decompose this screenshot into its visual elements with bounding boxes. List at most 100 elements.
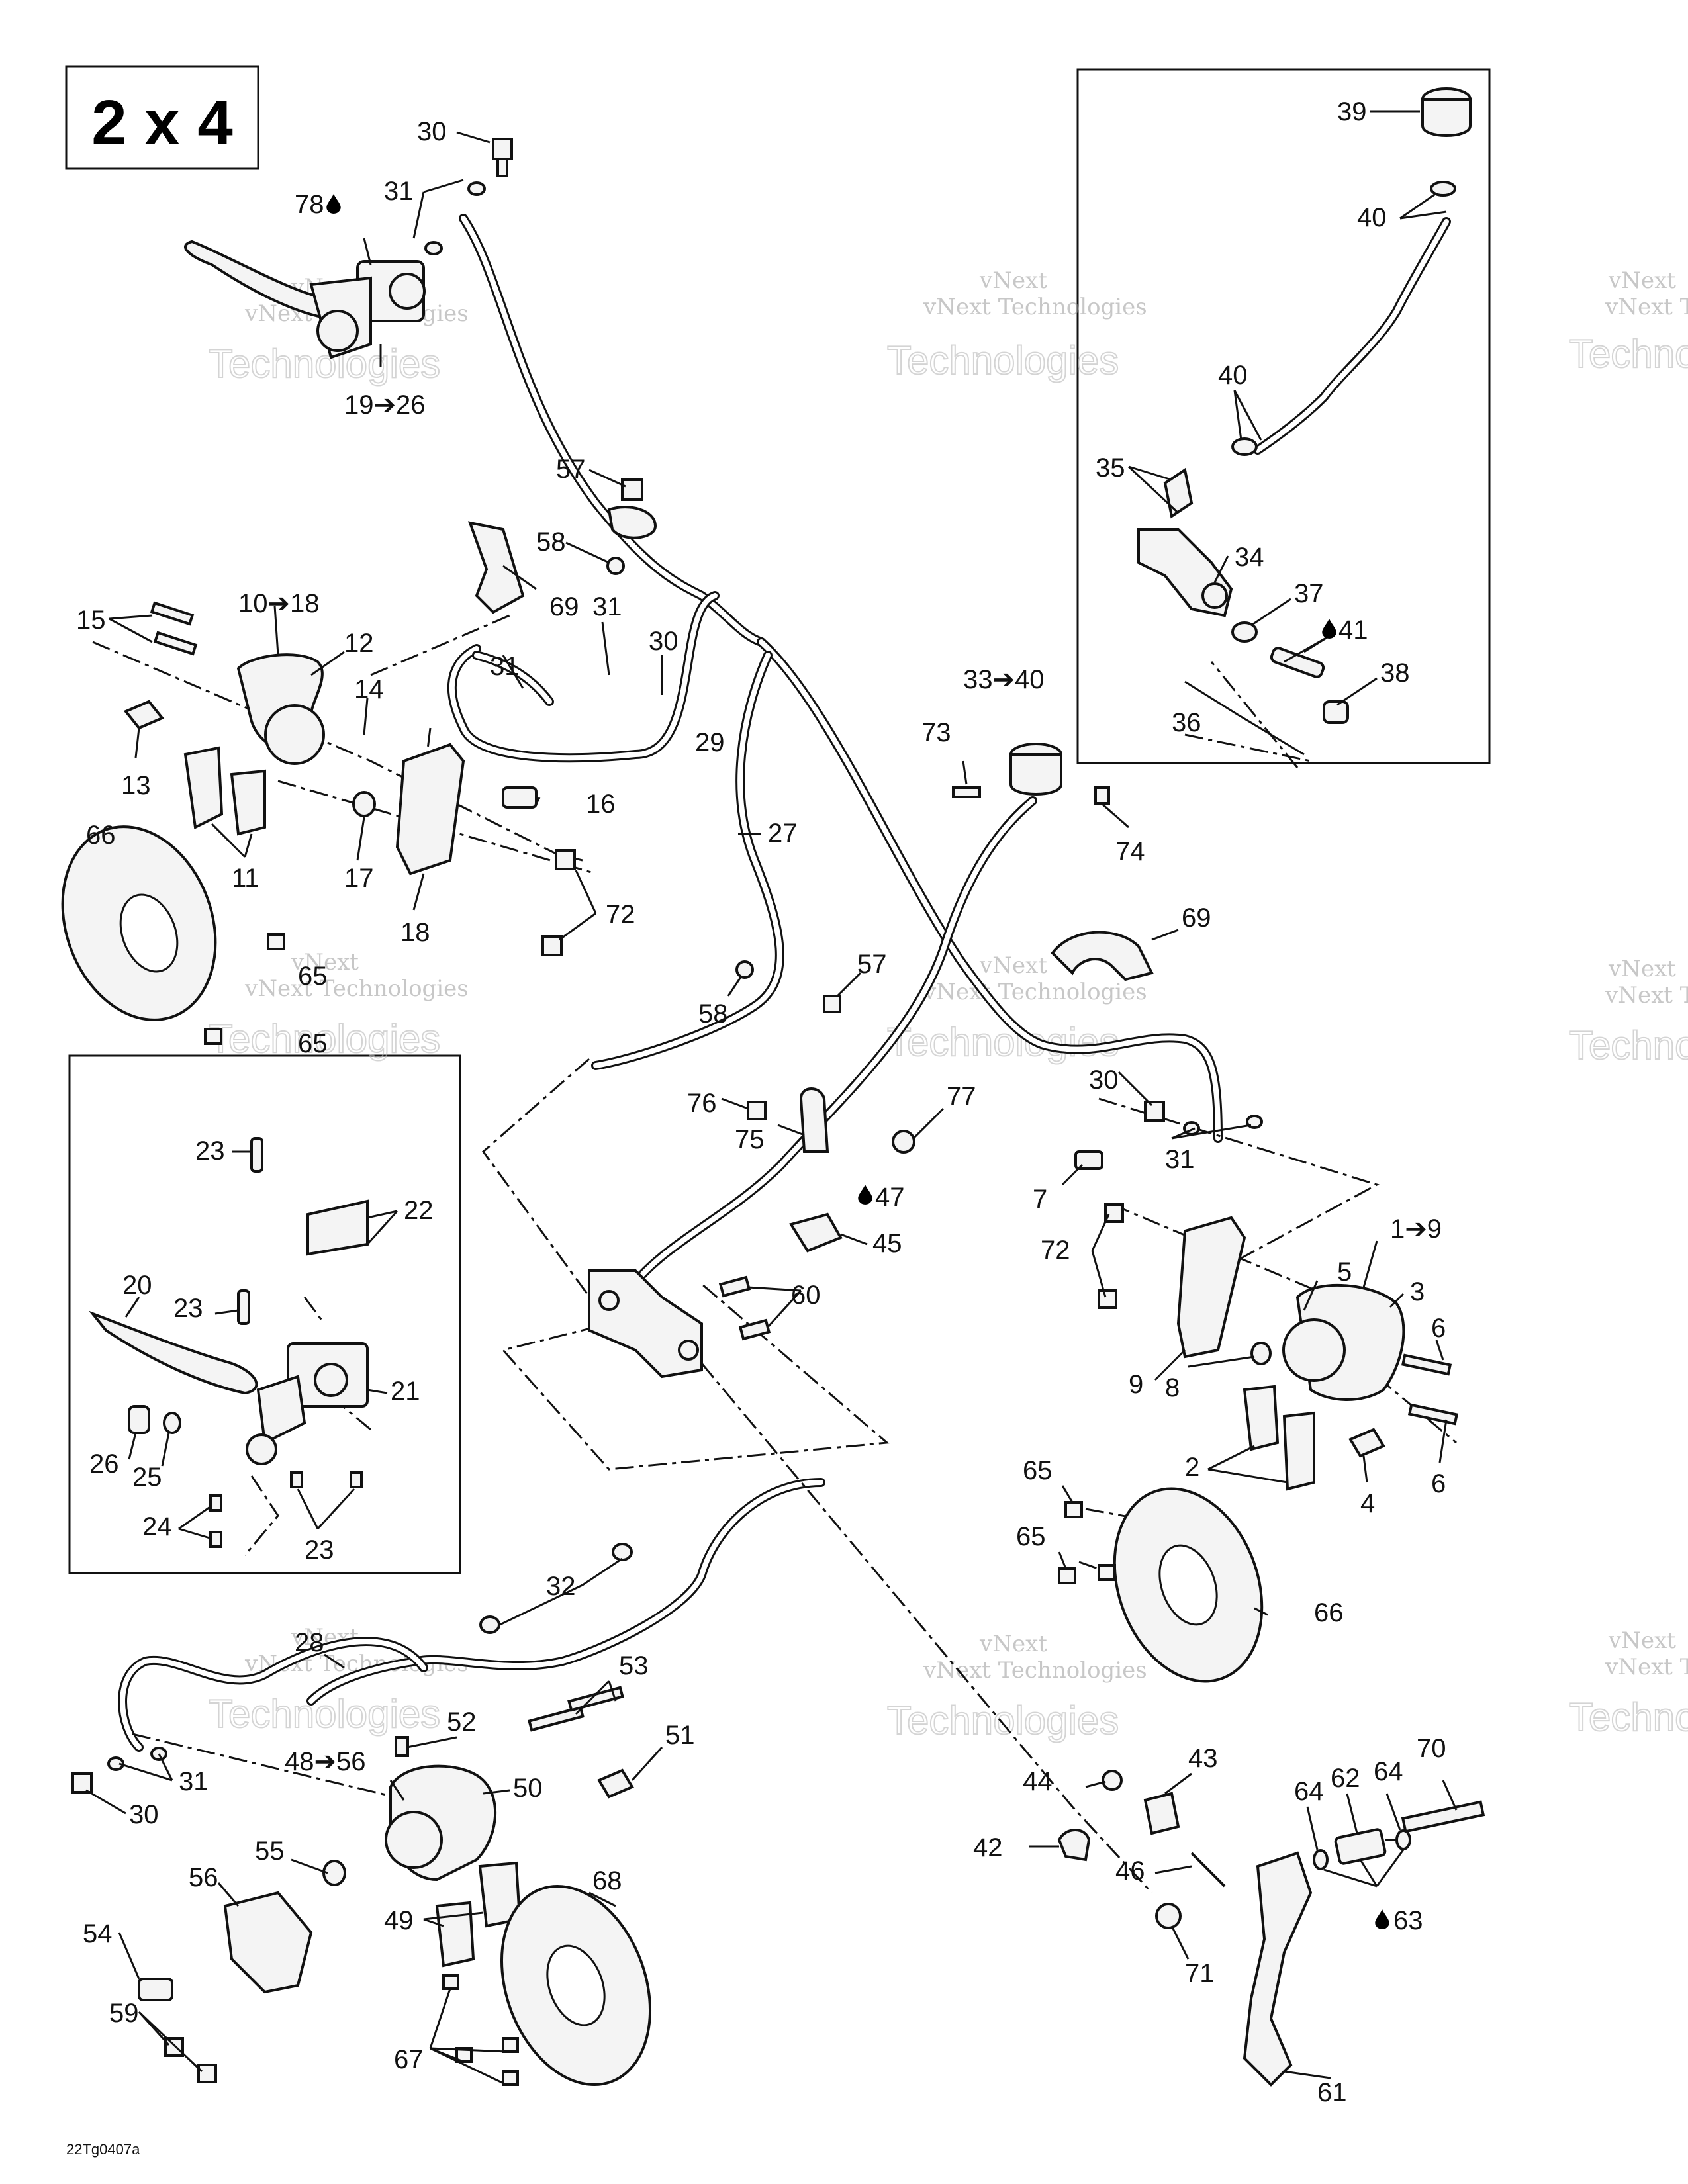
- pin-23a: [250, 1137, 263, 1173]
- disc-bolt-67c: [502, 2037, 519, 2053]
- spring-46: [1190, 1852, 1226, 1888]
- callout-57a: 57: [556, 455, 586, 484]
- callout-65a: 65: [298, 962, 328, 991]
- anti-rattle-spring-4: [1348, 1428, 1385, 1458]
- callout-65d: 65: [1016, 1522, 1046, 1551]
- disc-bolt-67a: [442, 1974, 459, 1990]
- callout-16: 16: [586, 790, 616, 819]
- callout-43: 43: [1188, 1744, 1218, 1773]
- callout-78: 78: [295, 190, 324, 219]
- screw-23c2: [350, 1471, 363, 1488]
- brake-pad-49a: [435, 1901, 475, 1968]
- callout-29: 29: [695, 728, 725, 757]
- washer-64b: [1395, 1829, 1411, 1850]
- svg-text:vNext Technologies: vNext Technologies: [923, 979, 1147, 1005]
- callout-75: 75: [735, 1125, 765, 1154]
- washer-31a2: [424, 241, 443, 255]
- callout-24: 24: [142, 1512, 172, 1541]
- bolt-60a: [718, 1275, 751, 1298]
- pin-23b: [237, 1289, 250, 1325]
- svg-text:vNext: vNext: [1608, 1627, 1676, 1654]
- disc-bolt-67b: [455, 2047, 473, 2063]
- watermarks: vNext vNext Technologies Technologies vN…: [208, 267, 1688, 1743]
- screw-24b: [209, 1531, 222, 1548]
- callout-7: 7: [1033, 1185, 1047, 1214]
- pin-7: [1074, 1150, 1103, 1170]
- callout-30c: 30: [1089, 1066, 1119, 1095]
- master-cylinder-detail-frame: [68, 1054, 461, 1574]
- callout-42: 42: [973, 1833, 1003, 1862]
- caliper-support-18: [395, 743, 465, 876]
- callout-76: 76: [687, 1089, 717, 1118]
- lubricant-drop-icon: [1375, 1909, 1389, 1929]
- callout-33-40: 33➔40: [963, 665, 1045, 694]
- nut-58a: [606, 557, 625, 575]
- callout-47: 47: [875, 1183, 905, 1212]
- anti-rattle-spring-13: [123, 700, 165, 730]
- callout-4: 4: [1360, 1489, 1375, 1518]
- callout-67: 67: [394, 2045, 424, 2074]
- reservoir-39: [1421, 87, 1472, 137]
- callout-28: 28: [295, 1628, 324, 1657]
- callout-17: 17: [344, 864, 374, 893]
- svg-text:vNext: vNext: [1608, 267, 1676, 294]
- svg-text:Technologies: Technologies: [209, 1692, 440, 1736]
- callout-58a: 58: [536, 527, 566, 557]
- brake-light-switch-45: [788, 1212, 843, 1253]
- callout-65b: 65: [298, 1029, 328, 1058]
- disc-bolt-65c: [1064, 1501, 1083, 1518]
- callout-69a: 69: [549, 592, 579, 621]
- callout-61: 61: [1317, 2078, 1347, 2107]
- callout-62: 62: [1331, 1764, 1360, 1793]
- bleeder-52: [395, 1736, 409, 1757]
- callout-10-18: 10➔18: [238, 589, 320, 618]
- bolt-59b: [197, 2064, 217, 2083]
- screw-73: [952, 786, 981, 798]
- callout-8: 8: [1165, 1373, 1180, 1402]
- callout-25: 25: [132, 1463, 162, 1492]
- brake-pad-2a: [1243, 1385, 1280, 1451]
- bracket-69b: [1051, 931, 1154, 981]
- callout-labels: 30 31 78 19➔26 57 58 69 31 30 31 29 15 1…: [76, 97, 1446, 2107]
- rear-master-cylinder: [588, 1269, 703, 1379]
- callout-31d: 31: [1165, 1145, 1195, 1174]
- caliper-rear: [385, 1764, 497, 1882]
- callout-30b: 30: [649, 627, 679, 656]
- callout-23b: 23: [173, 1294, 203, 1323]
- boot-55: [322, 1860, 346, 1886]
- banjo-bolt-30d: [71, 1772, 93, 1794]
- clip-32b: [479, 1615, 500, 1634]
- caliper-left-front: [236, 653, 325, 765]
- callout-54: 54: [83, 1919, 113, 1948]
- pin-16: [502, 786, 538, 809]
- support-bolt-72c: [1104, 1203, 1124, 1223]
- svg-text:Technologies: Technologies: [887, 1020, 1119, 1064]
- brake-hoses: [118, 214, 1451, 1752]
- clamp-40b: [1231, 437, 1258, 456]
- callout-40b: 40: [1218, 361, 1248, 390]
- washer-64a: [1313, 1849, 1329, 1870]
- brake-pedal-61: [1243, 1851, 1313, 2087]
- front-master-cylinder: [184, 240, 426, 359]
- disc-bolt-65e: [1098, 1564, 1116, 1581]
- lubricant-drop-icon: [326, 194, 341, 214]
- callout-23c: 23: [305, 1535, 334, 1565]
- leader-lines: [85, 110, 1458, 2086]
- callout-13: 13: [121, 771, 151, 800]
- callout-37: 37: [1294, 579, 1324, 608]
- disc-bolt-67d: [502, 2070, 519, 2086]
- brake-pad-11b: [230, 769, 266, 836]
- caliper-right-front: [1282, 1283, 1405, 1401]
- callout-44: 44: [1023, 1767, 1053, 1796]
- callout-48-56: 48➔56: [285, 1747, 366, 1776]
- callout-70: 70: [1417, 1734, 1446, 1763]
- callout-66b: 66: [1314, 1598, 1344, 1627]
- callout-12: 12: [344, 629, 374, 658]
- o-ring-25: [163, 1412, 181, 1434]
- boot-17: [352, 791, 376, 817]
- pin-54: [138, 1978, 173, 2001]
- master-cylinder-34: [1137, 528, 1233, 617]
- svg-text:vNext: vNext: [979, 1631, 1047, 1657]
- callout-36: 36: [1172, 708, 1201, 737]
